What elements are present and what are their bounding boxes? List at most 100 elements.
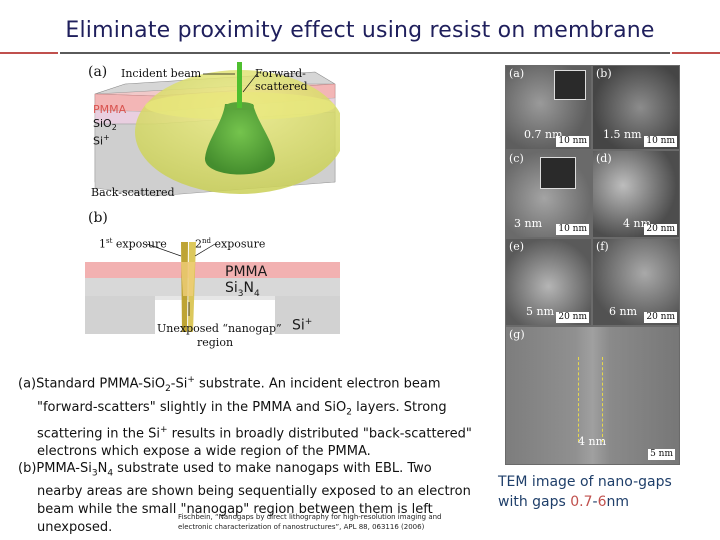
- tem-caption-min-gap: 0.7: [570, 494, 593, 510]
- figure-a-letter: (a): [88, 64, 108, 80]
- tem-panel-g-gap: 4 nm: [578, 435, 607, 448]
- unexposed-nanogap-label: Unexposed “nanogap”: [157, 322, 282, 335]
- caption-b-text3: substrate used to make nanogaps with EBL…: [113, 461, 432, 477]
- tem-panel-c-gap: 3 nm: [514, 217, 543, 230]
- si3n4-label: Si3N4: [225, 280, 260, 299]
- tem-caption-unit: nm: [606, 494, 630, 510]
- caption-b-text1: (b)PMMA-Si: [18, 461, 92, 477]
- caption-a-line1: (a)Standard PMMA-SiO2-Si+ substrate. An …: [18, 372, 483, 399]
- figure-a-schematic: (a) Incident beam Forward-scattered PMMA…: [85, 62, 345, 208]
- second-exposure-sup: nd: [202, 237, 211, 245]
- incident-beam-label: Incident beam: [121, 67, 202, 80]
- si3n4-n: N: [243, 280, 254, 296]
- caption-a-line3-text2: results in broadly distributed "back-sca…: [167, 426, 472, 442]
- sio2-layer-label: SiO2: [93, 117, 117, 132]
- caption-a-line2-text: "forward-scatters" slightly in the PMMA …: [37, 399, 347, 415]
- tem-panel-g-scale: 5 nm: [648, 449, 675, 460]
- tem-panel-d-gap: 4 nm: [623, 217, 652, 230]
- sio2-subscript: 2: [111, 123, 117, 133]
- tem-panel-g: (g) 4 nm 5 nm: [506, 327, 679, 464]
- figure-a-drawing: [94, 62, 345, 197]
- first-exposure-label: 1st exposure: [99, 237, 167, 251]
- title-rule-left: [0, 52, 58, 54]
- back-scattered-label: Back-scattered: [91, 186, 175, 199]
- tem-panel-e: (e) 5 nm 20 nm: [506, 239, 591, 325]
- tem-caption-max-gap: 6: [597, 494, 607, 510]
- caption-b-sub1: 3: [91, 468, 98, 479]
- sio2-text: SiO: [93, 117, 112, 130]
- caption-a-line4: electrons which expose a wide region of …: [37, 443, 371, 459]
- si-text: Si: [93, 134, 104, 148]
- second-exposure-num: 2: [195, 237, 202, 251]
- unexposed-region-label: region: [197, 336, 234, 349]
- first-exposure-sup: st: [106, 237, 113, 245]
- forward-scattered-label: Forward-scattered: [255, 67, 308, 93]
- tem-caption-line2: with gaps 0.7-6nm: [498, 492, 708, 512]
- si3n4-si: Si: [225, 280, 238, 296]
- tem-panel-b-letter: (b): [596, 67, 612, 80]
- citation-line2: electronic characterization of nanostruc…: [178, 523, 425, 531]
- first-exposure-text: exposure: [112, 237, 167, 251]
- tem-gap-edge-left: [578, 357, 580, 442]
- caption-b-sub2: 4: [107, 468, 114, 479]
- tem-panel-f: (f) 6 nm 20 nm: [593, 239, 679, 325]
- caption-b-text2: N: [97, 461, 108, 477]
- title-underline: [60, 52, 670, 54]
- tem-caption: TEM image of nano-gaps with gaps 0.7-6nm: [498, 472, 708, 512]
- tem-panel-e-gap: 5 nm: [526, 305, 555, 318]
- caption-b-line4: unexposed.: [37, 519, 113, 535]
- citation-line1: Fischbein, “Nanogaps by direct lithograp…: [178, 513, 442, 521]
- second-exposure-text: exposure: [211, 237, 266, 251]
- tem-panel-a-letter: (a): [509, 67, 525, 80]
- second-exposure-label: 2nd exposure: [195, 237, 265, 251]
- si3n4-sub4: 4: [254, 288, 260, 299]
- tem-panel-d-letter: (d): [596, 152, 612, 165]
- tem-caption-line1: TEM image of nano-gaps: [498, 474, 672, 490]
- figure-b-letter: (b): [88, 210, 108, 226]
- tem-panel-e-scale: 20 nm: [556, 312, 589, 323]
- pmma-label: PMMA: [225, 264, 268, 280]
- caption-a-text1: (a)Standard PMMA-SiO: [18, 376, 166, 392]
- caption-a-sup2: +: [159, 424, 168, 435]
- caption-a-text3: substrate. An incident electron beam: [194, 376, 441, 392]
- tem-panel-c-letter: (c): [509, 152, 524, 165]
- caption-a-sub2: 2: [346, 407, 353, 418]
- caption-a-line2: "forward-scatters" slightly in the PMMA …: [18, 399, 483, 422]
- caption-a-sub1: 2: [165, 383, 171, 394]
- tem-caption-dash: -: [592, 494, 598, 510]
- tem-caption-prefix: with gaps: [498, 494, 571, 510]
- tem-panel-f-gap: 6 nm: [609, 305, 638, 318]
- substrate-sup: +: [304, 317, 313, 327]
- pmma-layer-label: PMMA: [93, 103, 127, 116]
- title-rule-right: [672, 52, 720, 54]
- tem-panel-f-scale: 20 nm: [644, 312, 677, 323]
- caption-b-line1: (b)PMMA-Si3N4 substrate used to make nan…: [18, 460, 483, 483]
- first-exposure-num: 1: [99, 237, 106, 251]
- tem-image-grid: (a) 0.7 nm 10 nm (b) 1.5 nm 10 nm (c) 3 …: [505, 65, 680, 465]
- caption-b-line2: nearby areas are shown being sequentiall…: [37, 484, 471, 500]
- si-superscript: +: [103, 133, 110, 142]
- fft-inset-a: [554, 70, 586, 100]
- caption-a-line2-tail: layers. Strong: [352, 399, 447, 415]
- si3n4-sub3: 3: [237, 288, 244, 299]
- tem-gap-edge-right: [602, 357, 604, 442]
- tem-panel-e-letter: (e): [509, 240, 525, 253]
- tem-panel-f-letter: (f): [596, 240, 609, 253]
- caption-a-line3-text1: scattering in the Si: [37, 426, 160, 442]
- citation: Fischbein, “Nanogaps by direct lithograp…: [178, 512, 498, 532]
- tem-panel-c: (c) 3 nm 10 nm: [506, 151, 591, 237]
- tem-panel-b-scale: 10 nm: [644, 136, 677, 147]
- caption-a-text2: -Si: [170, 376, 188, 392]
- tem-panel-b-gap: 1.5 nm: [603, 128, 642, 141]
- figure-caption: (a)Standard PMMA-SiO2-Si+ substrate. An …: [18, 372, 483, 536]
- tem-panel-a-scale: 10 nm: [556, 136, 589, 147]
- caption-b-line3: beam while the small "nanogap" region be…: [37, 502, 433, 517]
- substrate-label: Si+: [292, 317, 312, 334]
- caption-a-sup1: +: [187, 375, 195, 385]
- si-layer-label: Si+: [93, 133, 110, 148]
- tem-panel-a-gap: 0.7 nm: [524, 128, 563, 141]
- tem-panel-d-scale: 20 nm: [644, 224, 677, 235]
- caption-a-line3: scattering in the Si+ results in broadly…: [18, 422, 483, 443]
- slide-title: Eliminate proximity effect using resist …: [65, 18, 655, 43]
- tem-panel-c-scale: 10 nm: [556, 224, 589, 235]
